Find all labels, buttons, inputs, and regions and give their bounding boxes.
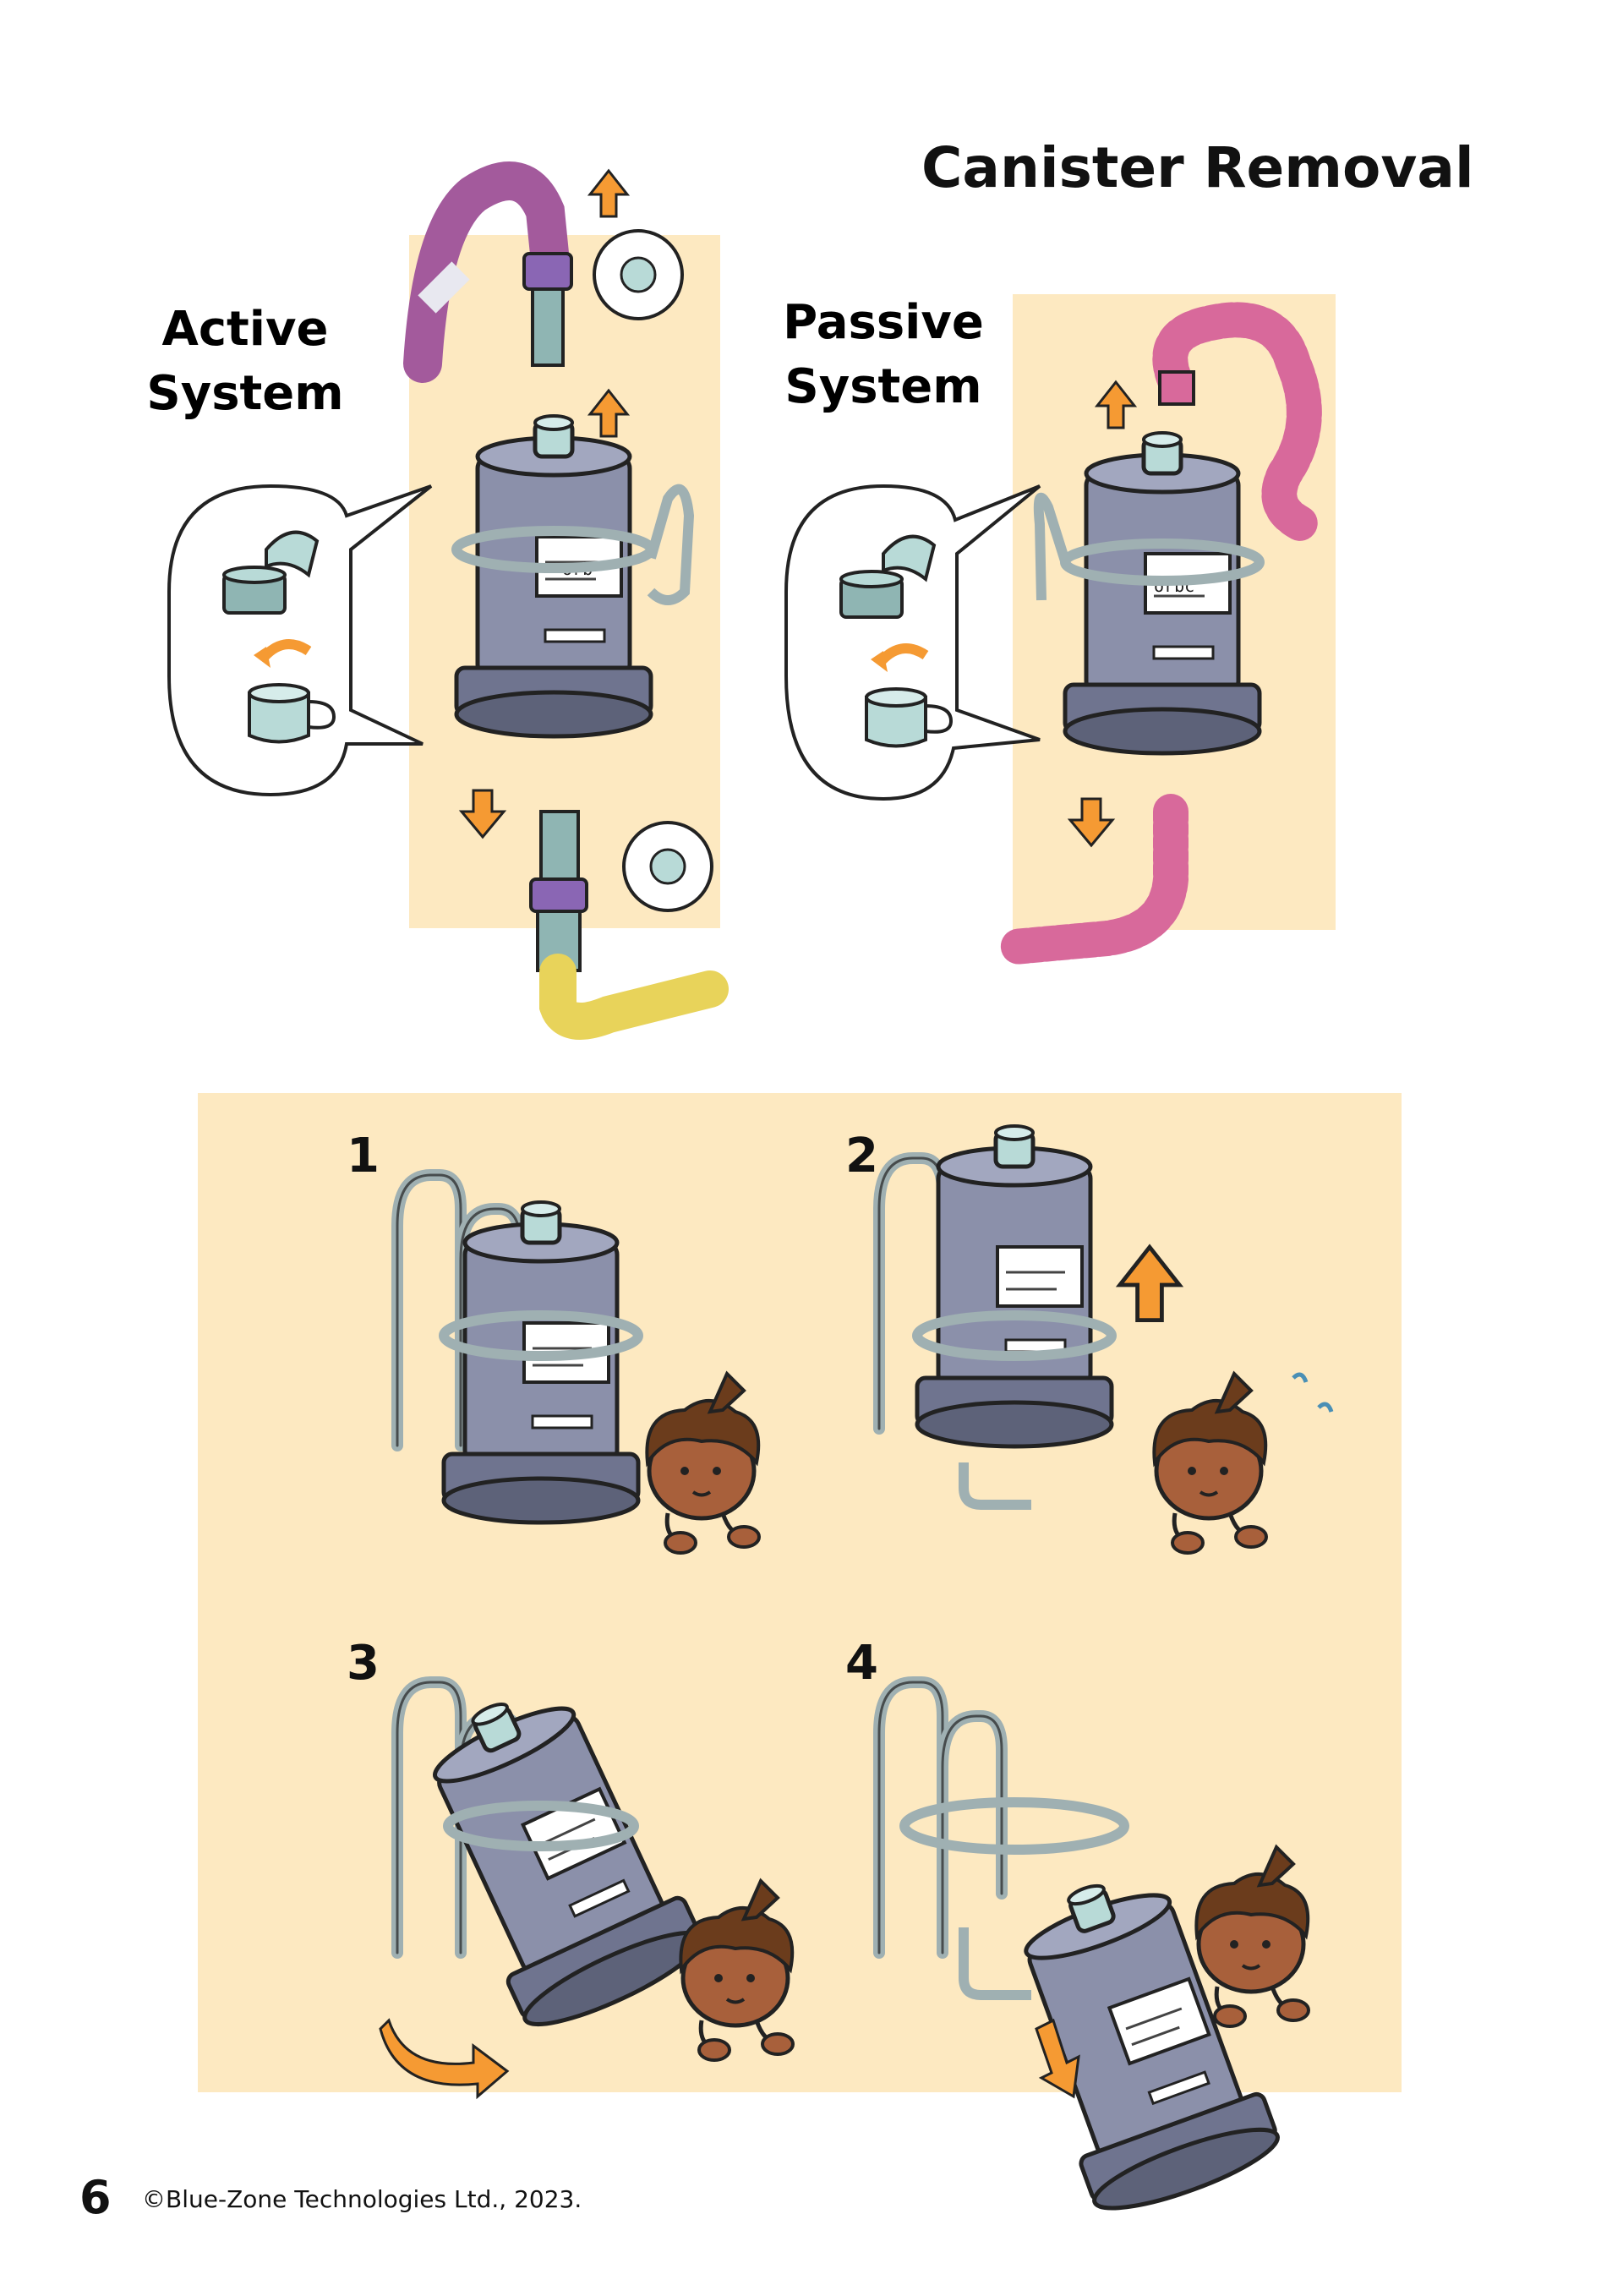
step3-illustration [379, 1667, 793, 2100]
step-number-1: 1 [347, 1129, 380, 1184]
passive-canister: orbc [1065, 433, 1260, 753]
arrow-down-icon [1035, 2018, 1080, 2099]
page-number: 6 [79, 2171, 112, 2224]
active-system-label-line2: System [146, 366, 343, 421]
arrow-curve-icon [379, 2018, 510, 2100]
arrow-up-icon [588, 169, 629, 218]
active-system-label-line1: Active [162, 302, 329, 357]
page-title: Canister Removal [921, 135, 1474, 200]
active-canister: orb [456, 416, 651, 736]
active-top-coupling [522, 252, 573, 291]
active-bottom-fitting [539, 810, 580, 881]
active-outlet-hose [539, 954, 729, 1040]
step1-illustration [397, 1175, 759, 1553]
step-number-3: 3 [347, 1636, 380, 1691]
step-number-2: 2 [845, 1129, 878, 1184]
arrow-down-icon [458, 789, 507, 839]
passive-system-label-line2: System [784, 359, 981, 414]
passive-inlet-hose [1152, 302, 1322, 542]
passive-callout-bubble [784, 484, 1041, 801]
arrow-down-icon [1067, 797, 1116, 848]
copyright-notice: ©Blue-Zone Technologies Ltd., 2023. [142, 2185, 582, 2213]
active-callout-bubble [167, 484, 433, 797]
passive-system-label-line1: Passive [783, 295, 984, 350]
step4-illustration [879, 1682, 1309, 2222]
step-number-4: 4 [845, 1636, 878, 1691]
step2-illustration [879, 1126, 1334, 1553]
passive-outlet-hose [997, 794, 1189, 965]
